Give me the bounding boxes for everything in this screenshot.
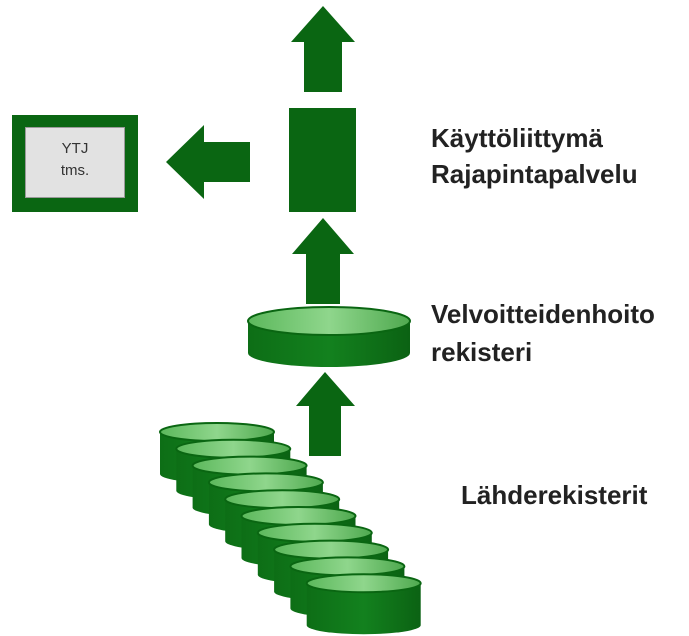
ytj-label-line1: YTJ bbox=[61, 140, 89, 157]
interface-label-line2: Rajapintapalvelu bbox=[431, 159, 638, 189]
registry-disk bbox=[247, 306, 411, 367]
up-arrow-top bbox=[291, 6, 355, 92]
interface-label-line1: Käyttöliittymä bbox=[431, 123, 603, 153]
source-disk bbox=[305, 573, 422, 635]
ytj-label-line2: tms. bbox=[60, 162, 90, 179]
ytj-inner-panel: YTJ tms. bbox=[25, 127, 125, 198]
sources-label: Lähderekisterit bbox=[461, 480, 648, 510]
left-arrow bbox=[166, 125, 250, 199]
source-disk-stack bbox=[159, 422, 422, 635]
ytj-box: YTJ tms. bbox=[12, 115, 138, 212]
interface-block bbox=[289, 108, 356, 212]
registry-label-line2: rekisteri bbox=[431, 337, 533, 367]
up-arrow-bottom bbox=[296, 372, 355, 456]
registry-label-line1: Velvoitteidenhoito bbox=[431, 299, 655, 329]
up-arrow-middle bbox=[292, 218, 354, 304]
